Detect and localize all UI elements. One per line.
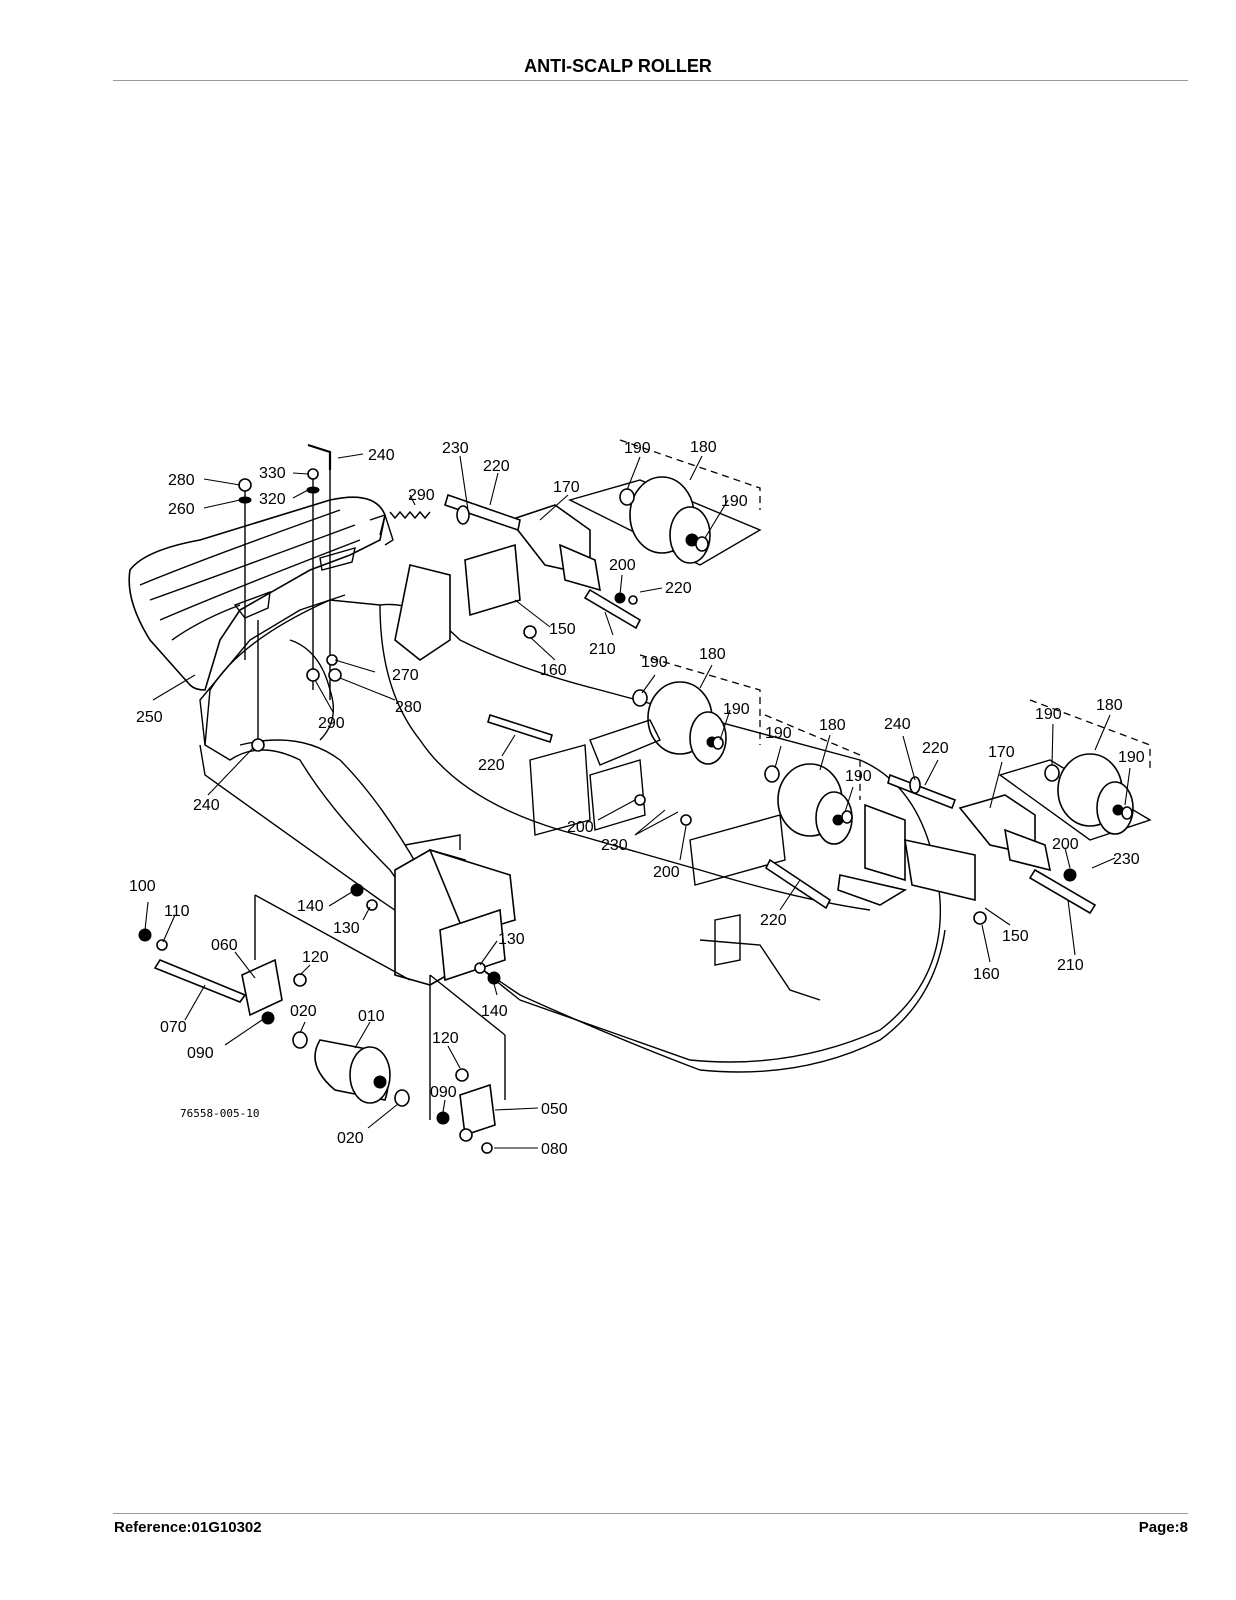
callout-190-c: 190 [641,654,668,671]
footer-rule [113,1513,1188,1514]
callout-150-left: 150 [549,621,576,638]
callout-labels: 280 260 330 320 240 290 230 220 170 190 … [129,439,1145,1158]
callout-330: 330 [259,465,286,482]
callout-160-left: 160 [540,662,567,679]
figure-id: 76558-005-10 [180,1107,259,1120]
callout-120-bottom: 120 [432,1030,459,1047]
callout-260: 240 [368,447,395,464]
callout-190-e: 190 [765,725,792,742]
callout-200-c: 200 [653,864,680,881]
discharge-chute [128,496,394,691]
page-title: ANTI-SCALP ROLLER [524,56,712,76]
callout-300: 290 [408,487,435,504]
callout-270: 240 [193,797,220,814]
callout-140-left: 140 [297,898,324,915]
callout-160-right: 160 [973,966,1000,983]
callout-220-right: 220 [922,740,949,757]
rear-roller-right [887,699,1152,925]
callout-130-left: 130 [333,920,360,937]
callout-250: 250 [136,709,163,726]
callout-170-left: 170 [553,479,580,496]
callout-240-left: 230 [442,440,469,457]
callout-110: 110 [164,903,190,920]
callout-180-c: 180 [819,717,846,734]
callout-120-top: 120 [302,949,329,966]
page-number: Page:8 [1138,1519,1188,1536]
callout-180-b: 180 [699,646,726,663]
reference-label: Reference:01G10302 [114,1519,262,1536]
callout-080: 080 [541,1141,568,1158]
callout-210-left: 210 [589,641,616,658]
callout-190-d: 190 [723,701,750,718]
callout-020-top: 020 [290,1003,317,1020]
callout-220-top: 220 [483,458,510,475]
callout-180-d: 180 [1096,697,1123,714]
callout-290-mid: 280 [395,699,422,716]
mid-roller-right [689,714,976,910]
callout-100: 100 [129,878,156,895]
callout-190-a: 190 [624,440,651,457]
callout-320: 320 [259,491,286,508]
chute-hardware [238,443,431,752]
callout-230-c: 230 [1113,851,1140,868]
callout-090-left: 090 [187,1045,214,1062]
callout-190-f: 190 [845,768,872,785]
callout-280-top: 260 [168,501,195,518]
callout-170-right: 170 [988,744,1015,761]
callout-210-right: 210 [1057,957,1084,974]
callout-240-right: 240 [884,716,911,733]
callout-090-right: 090 [430,1084,457,1101]
callout-020-bottom: 020 [337,1130,364,1147]
callout-190-b: 190 [721,493,748,510]
front-roller [138,834,516,1154]
callout-070: 070 [160,1019,187,1036]
callout-290-top: 280 [168,472,195,489]
callout-190-h: 190 [1118,749,1145,766]
callout-200-d: 200 [1052,836,1079,853]
callout-150-right: 150 [1002,928,1029,945]
callout-180-a: 180 [690,439,717,456]
callout-190-g: 190 [1035,706,1062,723]
callout-230-a: 220 [665,580,692,597]
callout-200-a: 200 [609,557,636,574]
callout-130-right: 130 [498,931,525,948]
header-rule [113,80,1188,81]
callout-leaders [144,453,1131,1149]
callout-310: 290 [318,715,345,732]
callout-230-b: 230 [601,837,628,854]
callout-010: 010 [358,1008,385,1025]
callout-220-low: 220 [760,912,787,929]
callout-060: 060 [211,937,238,954]
callout-280-mid: 270 [392,667,419,684]
callout-140-right: 140 [481,1003,508,1020]
callout-220-mid: 220 [478,757,505,774]
mid-roller-left [487,654,761,836]
callout-050: 050 [541,1101,568,1118]
callout-200-b: 200 [567,819,594,836]
rear-roller-left [394,439,762,661]
